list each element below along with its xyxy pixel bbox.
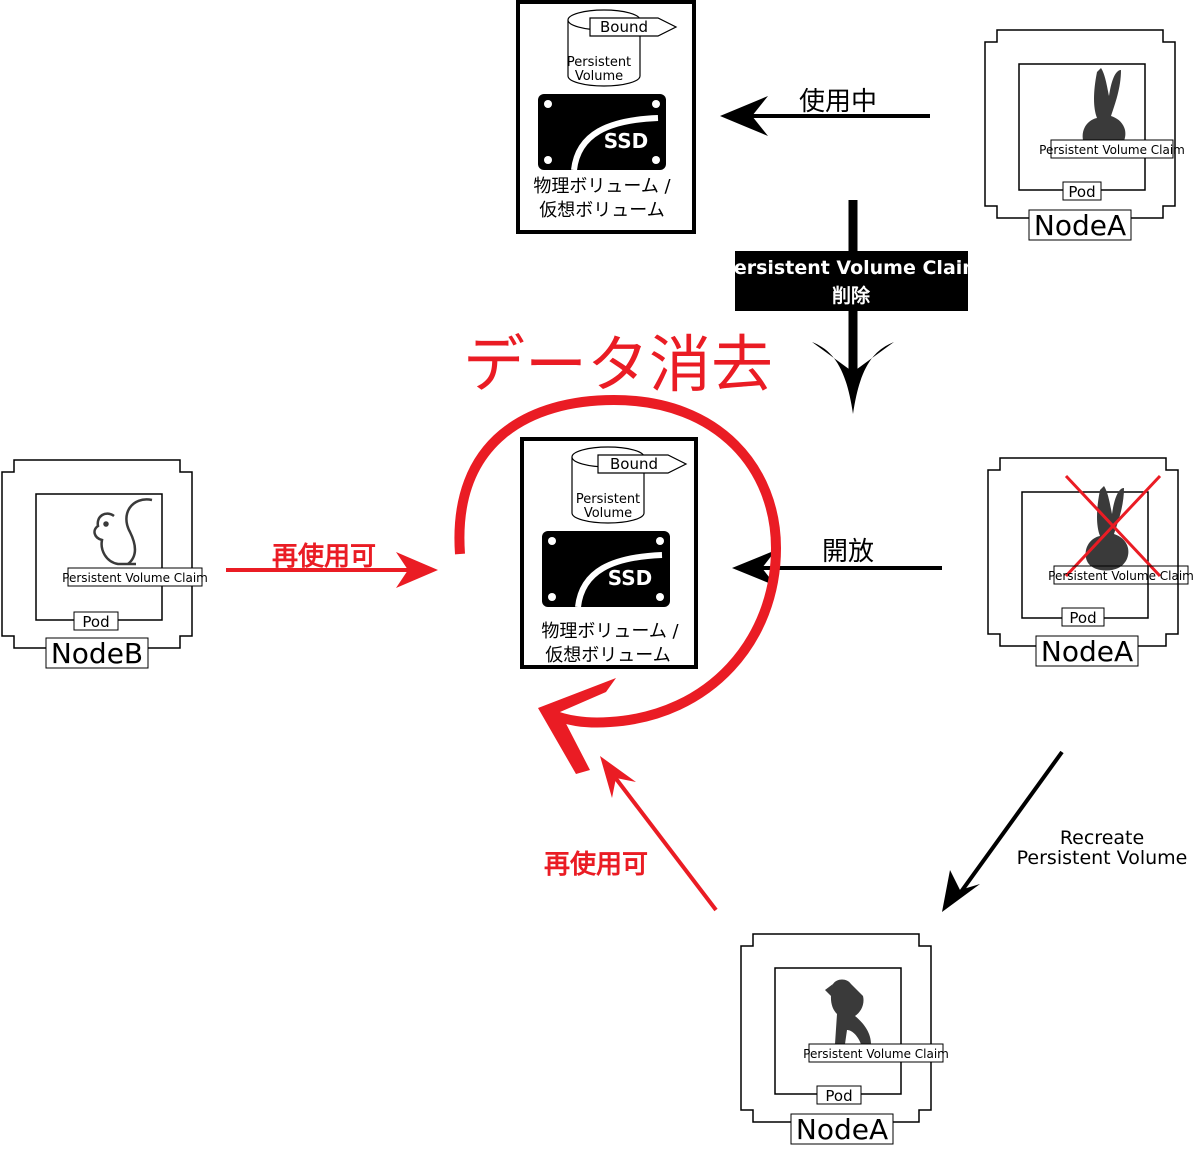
node-name-tag: NodeB — [45, 637, 149, 670]
volume-label-line2: Volume — [575, 69, 623, 84]
ssd-label: SSD — [604, 129, 649, 153]
pod-label: Pod — [1068, 183, 1095, 201]
storage-caption-line1: 物理ボリューム / — [533, 176, 671, 197]
claim-label: Persistent Volume Claim — [62, 571, 208, 585]
arrow-reuse-bottom: 再使用可 — [544, 756, 718, 912]
delete-label-line1: Persistent Volume Claim — [720, 257, 982, 279]
dog-icon — [825, 979, 871, 1044]
node-bottom: Persistent Volume Claim Pod NodeA — [740, 933, 949, 1146]
pod-tag: Pod — [816, 1085, 862, 1105]
rabbit-icon — [1085, 486, 1129, 571]
storage-caption-line1: 物理ボリューム / — [541, 621, 679, 642]
data-erase-label: データ消去 — [463, 328, 773, 401]
arrow-in-use: 使用中 — [720, 87, 930, 136]
recreate-label-line1: Recreate — [1060, 827, 1144, 849]
pod-label: Pod — [82, 613, 109, 631]
claim-label: Persistent Volume Claim — [1039, 143, 1185, 157]
volume-label-line2: Volume — [584, 506, 632, 521]
arrow-delete-claim: Persistent Volume Claim 削除 — [720, 200, 982, 414]
in-use-label: 使用中 — [799, 87, 877, 117]
bound-status-tag: Bound — [597, 454, 688, 474]
node-name-tag: NodeA — [790, 1113, 894, 1146]
squirrel-icon — [93, 498, 153, 566]
storage-box-top: Bound Persistent Volume SSD 物理ボリューム / 仮想… — [516, 0, 696, 234]
delete-label-line2: 削除 — [832, 284, 871, 307]
bound-status-tag: Bound — [589, 17, 678, 37]
node-middle-right: Persistent Volume Claim Pod NodeA — [987, 457, 1194, 668]
pod-tag: Pod — [73, 611, 119, 631]
arrow-reuse-left: 再使用可 — [226, 542, 438, 588]
node-left: Persistent Volume Claim Pod NodeB — [1, 459, 208, 670]
rabbit-icon — [1082, 68, 1126, 153]
arrow-release: 開放 — [732, 537, 942, 586]
persistent-volume-claim-tag: Persistent Volume Claim — [1048, 565, 1194, 585]
storage-box-center: Bound Persistent Volume SSD 物理ボリューム / 仮想… — [520, 437, 698, 669]
volume-label-line1: Persistent — [576, 492, 640, 507]
bound-label: Bound — [600, 18, 648, 36]
node-label: NodeA — [1034, 209, 1126, 242]
claim-label: Persistent Volume Claim — [803, 1047, 949, 1061]
node-top-right: Persistent Volume Claim Pod NodeA — [984, 29, 1185, 242]
bound-label: Bound — [610, 455, 658, 473]
volume-label-line1: Persistent — [567, 55, 631, 70]
recreate-label-line2: Persistent Volume — [1017, 847, 1188, 869]
node-label: NodeA — [796, 1113, 888, 1146]
pod-label: Pod — [1069, 609, 1096, 627]
pod-tag: Pod — [1062, 181, 1102, 201]
cross-mark-icon — [1064, 474, 1162, 578]
arrow-recreate: Recreate Persistent Volume — [942, 750, 1188, 912]
pod-tag: Pod — [1061, 607, 1105, 627]
persistent-volume-claim-tag: Persistent Volume Claim — [62, 567, 208, 587]
ssd-label: SSD — [608, 566, 653, 590]
pod-label: Pod — [825, 1087, 852, 1105]
storage-caption-line2: 仮想ボリューム — [545, 645, 670, 666]
release-label: 開放 — [822, 537, 874, 567]
node-label: NodeB — [51, 637, 143, 670]
ssd-icon: SSD — [542, 531, 670, 607]
node-name-tag: NodeA — [1028, 209, 1132, 242]
node-name-tag: NodeA — [1035, 635, 1139, 668]
claim-label: Persistent Volume Claim — [1048, 569, 1194, 583]
reuse-bottom-label: 再使用可 — [544, 850, 648, 880]
data-erase-cycle-arrow: データ消去 — [454, 328, 782, 774]
reuse-left-label: 再使用可 — [272, 542, 376, 572]
node-label: NodeA — [1041, 635, 1133, 668]
ssd-icon: SSD — [538, 94, 666, 170]
persistent-volume-claim-tag: Persistent Volume Claim — [1039, 139, 1185, 159]
storage-caption-line2: 仮想ボリューム — [539, 200, 664, 221]
persistent-volume-claim-tag: Persistent Volume Claim — [803, 1043, 949, 1063]
